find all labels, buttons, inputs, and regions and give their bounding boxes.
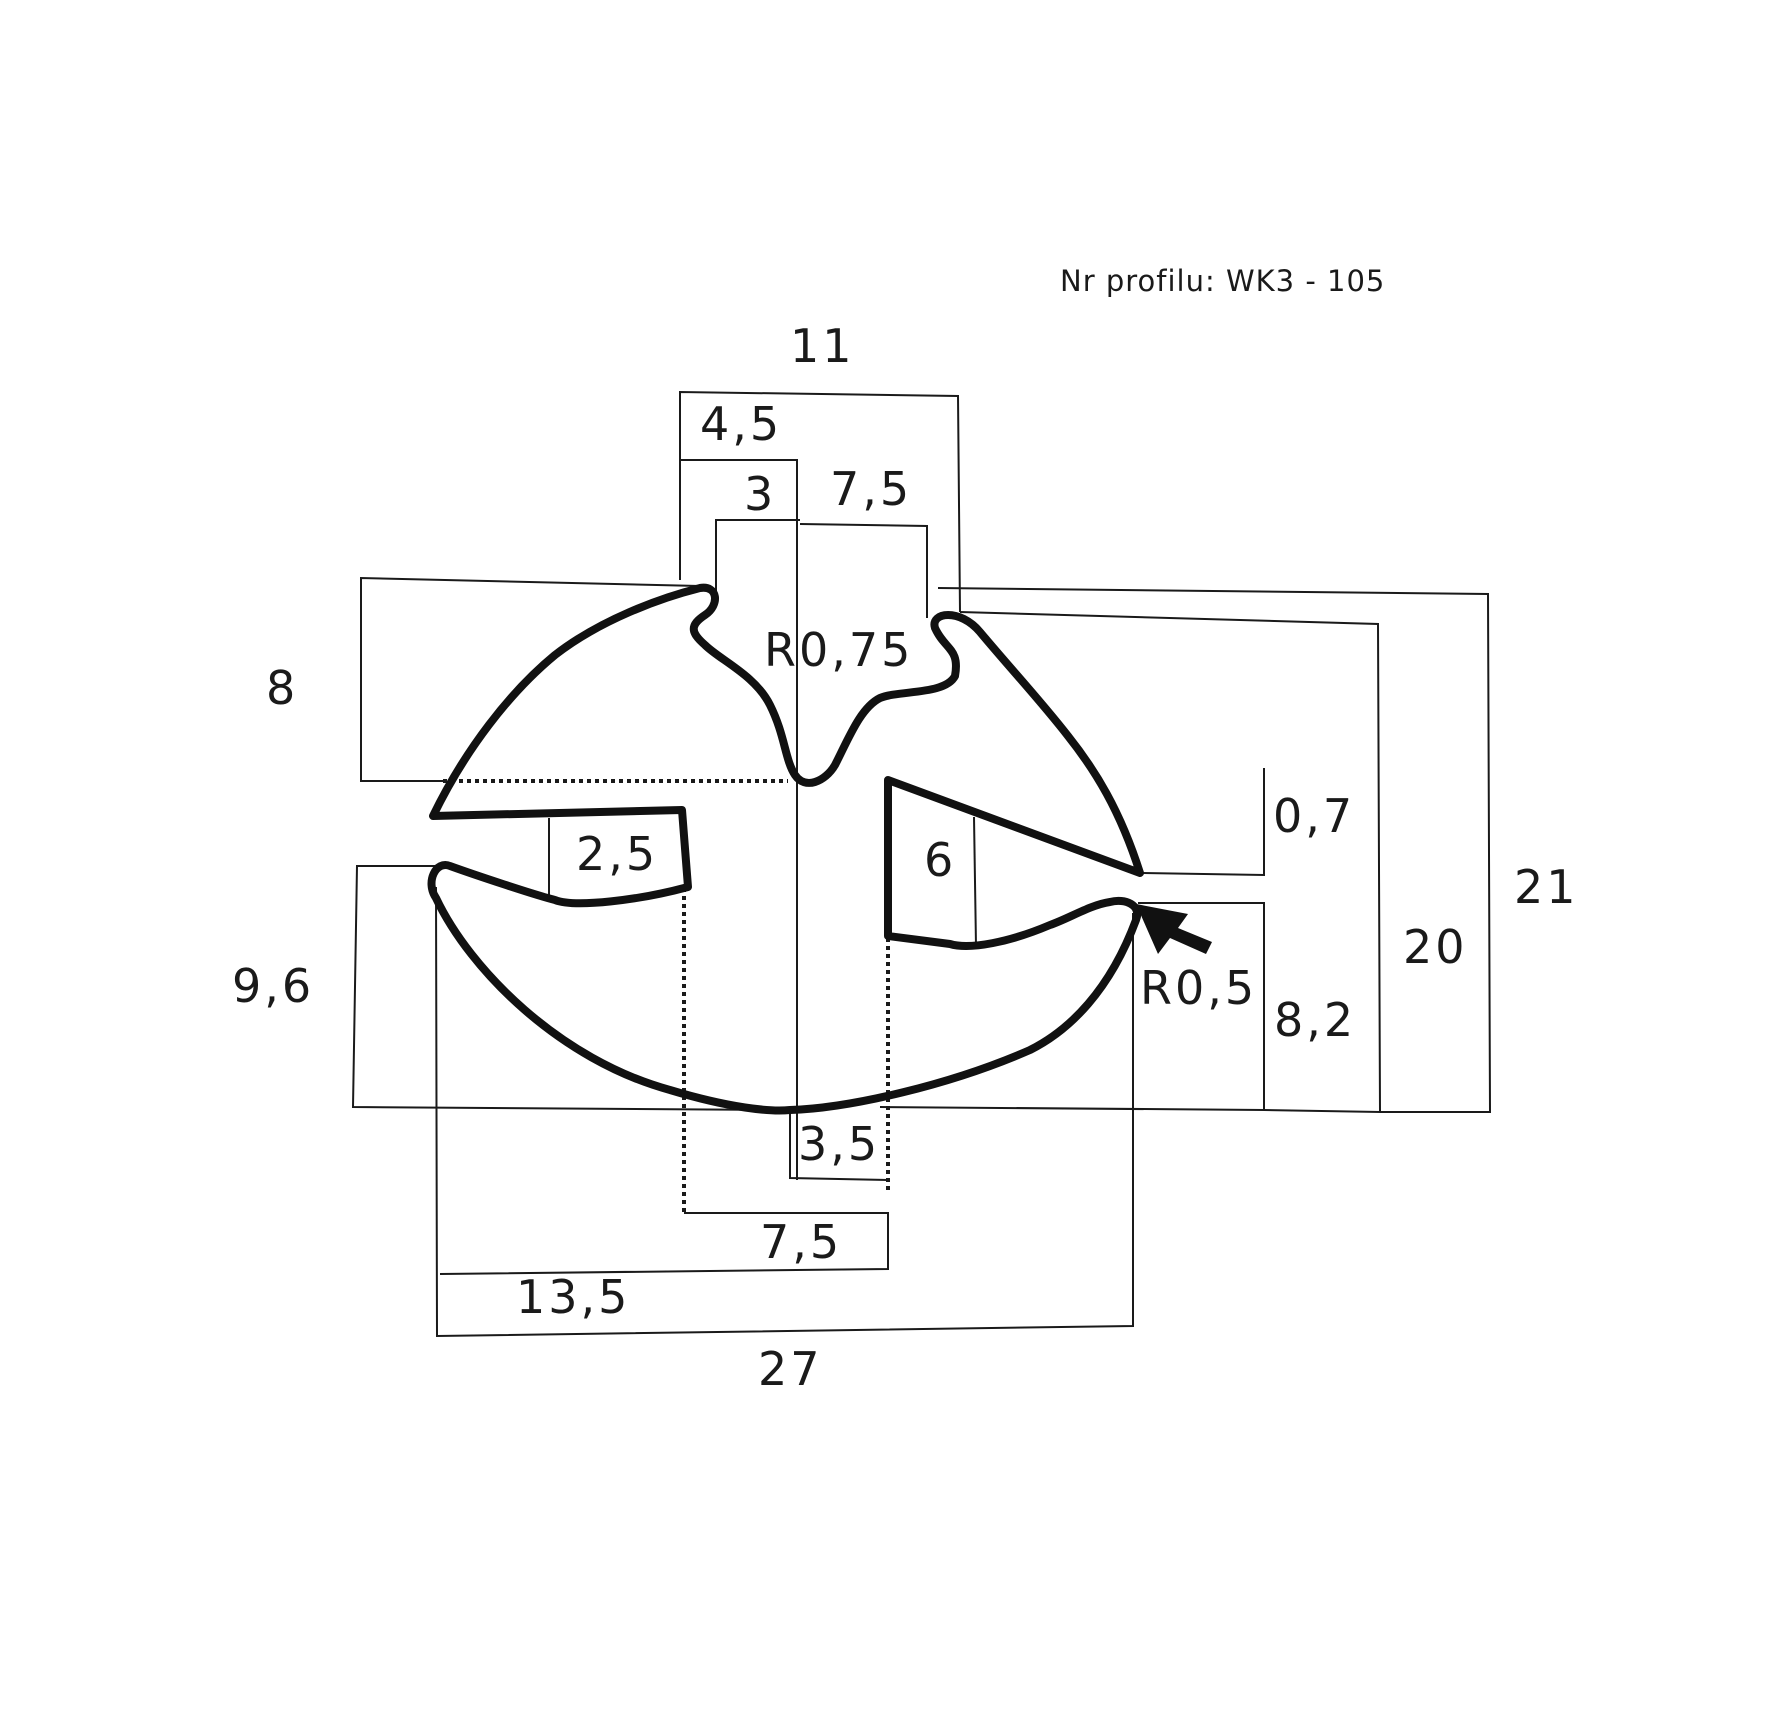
dotted-lines [443,779,890,1213]
dim-lower-right-height: 8,2 [1274,993,1356,1047]
dim-top-left-offset: 4,5 [700,397,782,451]
dim-total-width: 27 [758,1342,823,1396]
dim-channel-width: 7,5 [760,1215,842,1269]
dim-top-width: 11 [790,319,855,373]
dim-half-width: 13,5 [516,1270,630,1324]
dim-slot-right: 7,5 [830,462,912,516]
radius-arrow-icon [1136,904,1212,954]
dimension-lines [351,390,1492,1338]
dim-gap: 0,7 [1273,789,1355,843]
seal-profile [427,583,1212,1115]
dim-radius-top: R0,75 [764,623,913,677]
dim-upper-height: 8 [266,661,298,715]
dim-right-lip: 6 [924,833,956,887]
dim-height-inner: 20 [1403,920,1468,974]
dim-radius-right: R0,5 [1140,961,1257,1015]
profile-number-title: Nr profilu: WK3 - 105 [1060,264,1385,298]
dim-stem-width: 3,5 [798,1117,880,1171]
dim-height-total: 21 [1514,860,1579,914]
dim-left-lip: 2,5 [576,827,658,881]
dim-lower-left-height: 9,6 [232,959,314,1013]
upper-lobe [427,583,1144,1115]
dimension-labels: 11 4,5 3 7,5 R0,75 8 2,5 6 0,7 9,6 R0,5 … [232,319,1579,1396]
dim-slot-left: 3 [744,467,776,521]
